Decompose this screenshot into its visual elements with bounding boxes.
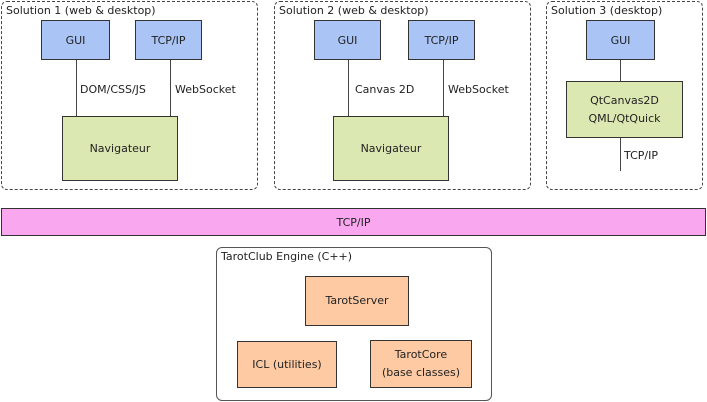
solution3-qt-box: QtCanvas2D QML/QtQuick: [566, 81, 683, 138]
solution3-qt-line1: QtCanvas2D: [590, 93, 659, 107]
solution1-tcpip-box: TCP/IP: [135, 20, 202, 60]
solution1-navigator-box: Navigateur: [62, 116, 178, 181]
tcpip-bus: TCP/IP: [1, 208, 706, 236]
solution2-group: Solution 2 (web & desktop): [274, 1, 531, 190]
solution3-group: Solution 3 (desktop): [546, 1, 703, 190]
solution1-title: Solution 1 (web & desktop): [6, 4, 156, 17]
solution1-link-right: [170, 60, 171, 116]
solution2-link-left-label: Canvas 2D: [355, 83, 415, 96]
solution2-tcpip-box: TCP/IP: [408, 20, 475, 60]
solution2-link-left: [348, 60, 349, 116]
solution3-link-top: [620, 60, 621, 81]
solution2-link-right-label: WebSocket: [448, 83, 509, 96]
tarotcore-line1: TarotCore: [394, 348, 448, 361]
solution1-link-left-label: DOM/CSS/JS: [80, 83, 146, 96]
solution2-title: Solution 2 (web & desktop): [279, 4, 429, 17]
engine-title: TarotClub Engine (C++): [221, 250, 353, 263]
icl-box: ICL (utilities): [237, 341, 337, 388]
solution3-title: Solution 3 (desktop): [551, 4, 663, 17]
tarotserver-box: TarotServer: [305, 276, 409, 326]
tarotcore-box: TarotCore (base classes): [370, 340, 472, 388]
solution3-link-bottom: [620, 138, 621, 171]
solution1-link-right-label: WebSocket: [175, 83, 236, 96]
solution3-qt-line2: QML/QtQuick: [588, 111, 661, 125]
solution1-group: Solution 1 (web & desktop): [1, 1, 258, 190]
solution2-link-right: [443, 60, 444, 116]
engine-group: TarotClub Engine (C++): [216, 247, 492, 401]
solution2-gui-box: GUI: [314, 20, 381, 60]
solution3-link-bottom-label: TCP/IP: [624, 149, 658, 162]
solution2-navigator-box: Navigateur: [333, 116, 449, 181]
tcpip-bus-label: TCP/IP: [336, 215, 371, 229]
tarotcore-line2: (base classes): [381, 366, 461, 379]
solution3-gui-box: GUI: [586, 20, 655, 60]
solution1-link-left: [76, 60, 77, 116]
solution1-gui-box: GUI: [41, 20, 110, 60]
